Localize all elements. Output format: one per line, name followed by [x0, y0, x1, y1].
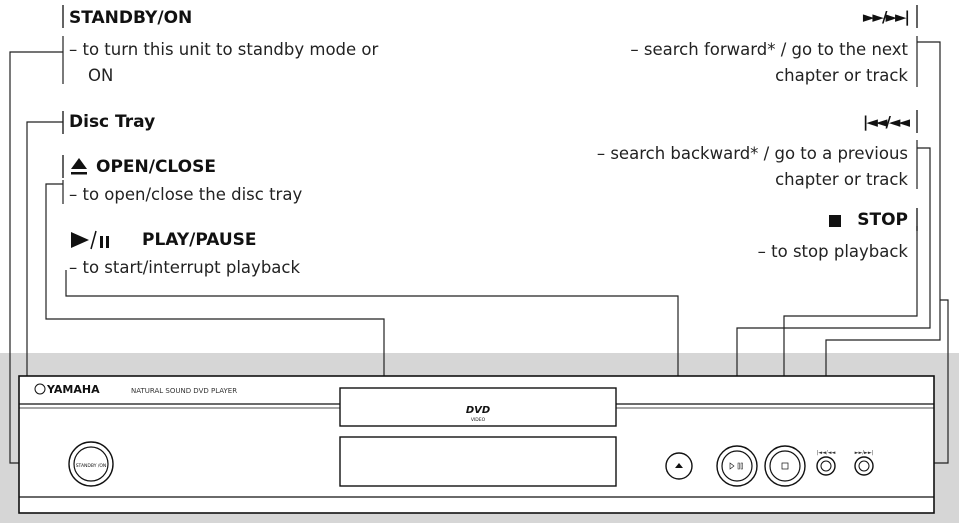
standby-desc-line2: ON [88, 66, 114, 85]
model-text: NATURAL SOUND DVD PLAYER [131, 387, 237, 395]
skip-forward-title: ►►/►►| [862, 8, 910, 26]
skip-back-label: |◄◄/◄◄ [817, 450, 836, 456]
play-button-icon [729, 462, 735, 470]
play-pause-button[interactable] [716, 445, 758, 487]
dvd-logo-sub: VIDEO [471, 417, 486, 423]
standby-title: STANDBY/ON [69, 8, 193, 28]
open-close-title: OPEN/CLOSE [96, 157, 216, 177]
skip-forward-desc-line1: – search forward* / go to the next [630, 40, 908, 59]
stop-button-icon [781, 462, 789, 470]
brand-name: YAMAHA [46, 383, 100, 396]
standby-desc-line1: – to turn this unit to standby mode or [69, 40, 379, 59]
play-pause-leader [65, 270, 679, 448]
skip-backward-title: |◄◄/◄◄ [862, 113, 910, 131]
stop-icon [829, 215, 841, 227]
skip-fwd-label: ►►/►►| [855, 450, 874, 456]
dvd-player-front-panel: YAMAHA NATURAL SOUND DVD PLAYER DVD VIDE… [18, 375, 935, 514]
skip-backward-leader [736, 147, 931, 448]
open-close-button[interactable] [665, 452, 693, 480]
disc-tray[interactable] [339, 387, 617, 427]
dvd-logo: DVD [466, 405, 490, 416]
open-close-leader [45, 183, 385, 388]
eject-icon [71, 158, 87, 175]
play-pause-icon [71, 230, 109, 250]
display-window [339, 436, 617, 487]
play-pause-desc: – to start/interrupt playback [69, 258, 301, 277]
disc-tray-leader [26, 121, 63, 478]
stop-button[interactable] [764, 445, 806, 487]
standby-on-button[interactable]: STANDBY /ON [68, 441, 114, 487]
skip-backward-desc-line1: – search backward* / go to a previous [596, 144, 908, 163]
standby-button-label: STANDBY /ON [76, 463, 107, 469]
stop-title: STOP [857, 210, 908, 230]
play-pause-title: PLAY/PAUSE [142, 230, 257, 250]
skip-forward-button[interactable]: ►►/►►| [854, 450, 874, 476]
disc-tray-title: Disc Tray [69, 112, 156, 132]
yamaha-logo-icon [34, 383, 46, 395]
skip-backward-desc-line2: chapter or track [775, 170, 908, 189]
stop-desc: – to stop playback [757, 242, 908, 261]
open-close-desc: – to open/close the disc tray [69, 185, 303, 204]
skip-backward-button[interactable]: |◄◄/◄◄ [816, 450, 836, 476]
eject-button-icon [675, 463, 683, 468]
skip-forward-desc-line2: chapter or track [775, 66, 908, 85]
